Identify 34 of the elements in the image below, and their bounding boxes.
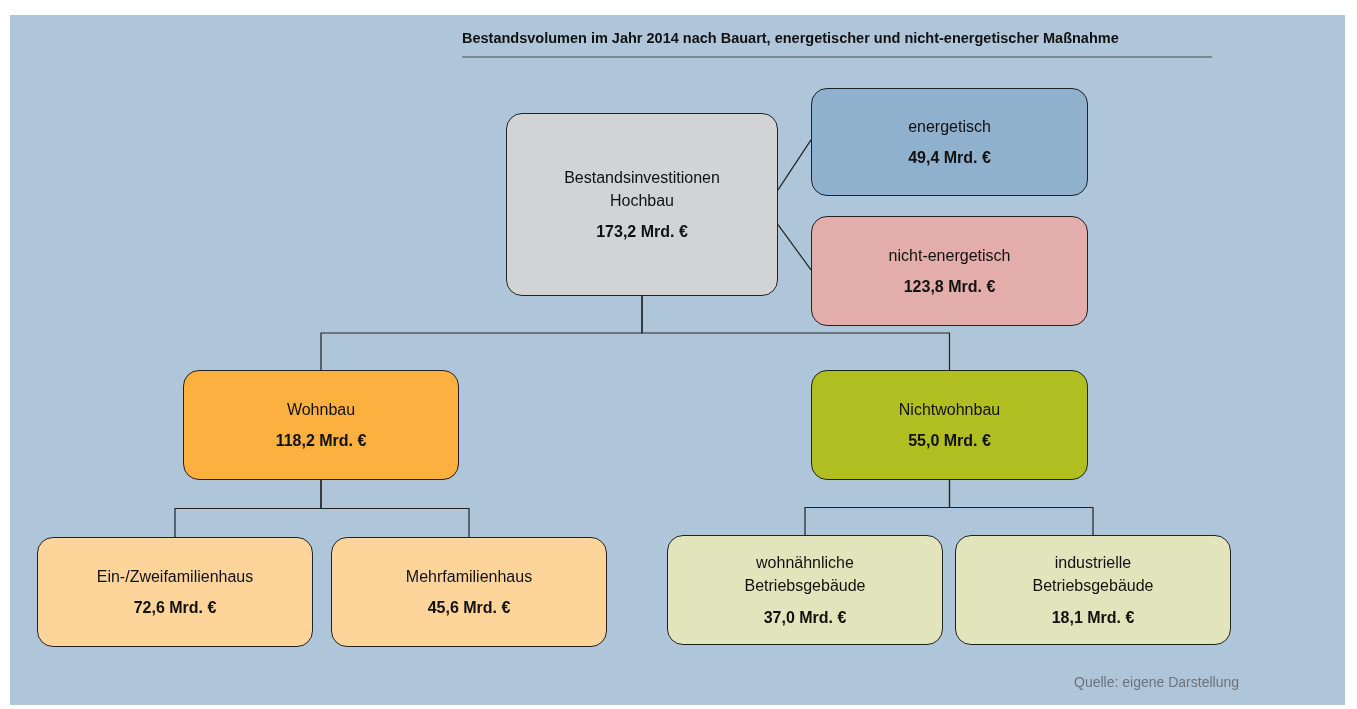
node-label: wohnähnliche Betriebsgebäude — [743, 553, 867, 597]
amount-text: 18,1 Mrd. € — [1051, 607, 1135, 628]
connector-line — [777, 224, 812, 271]
amount-text: 123,8 Mrd. € — [903, 277, 996, 297]
node-box — [37, 537, 313, 647]
connector-line — [948, 479, 1094, 536]
amount-text: 49,4 Mrd. € — [908, 148, 991, 168]
source-note: Quelle: eigene Darstellung — [1074, 674, 1239, 690]
amount-text: 118,2 Mrd. € — [275, 431, 367, 451]
node-box — [506, 113, 778, 296]
amount-text: 173,2 Mrd. € — [596, 222, 688, 243]
node-label: industrielle Betriebsgebäude — [1031, 553, 1155, 597]
node-box — [331, 537, 607, 647]
node-box — [955, 535, 1231, 645]
node-box — [183, 370, 459, 480]
node-box — [811, 370, 1088, 480]
node-box — [811, 216, 1088, 326]
connector-line — [320, 479, 470, 538]
amount-text: 45,6 Mrd. € — [427, 598, 511, 618]
node-label: Mehrfamilienhaus — [405, 566, 533, 587]
node-label: Wohnbau — [286, 399, 356, 420]
amount-text: 55,0 Mrd. € — [908, 431, 991, 451]
amount-text: 37,0 Mrd. € — [763, 607, 847, 628]
node-label: energetisch — [908, 116, 991, 137]
node-box — [667, 535, 943, 645]
connector-line — [777, 139, 812, 191]
node-label: Ein-/Zweifamilienhaus — [96, 566, 254, 587]
chart-title: Bestandsvolumen im Jahr 2014 nach Bauart, energetischer und nicht-energetischer Maßnahme — [462, 30, 1120, 46]
node-label: Bestandsinvestitionen Hochbau — [563, 167, 721, 211]
node-label: nicht-energetisch — [888, 245, 1011, 266]
node-box — [811, 88, 1088, 196]
amount-text: 72,6 Mrd. € — [133, 598, 217, 618]
node-label: Nichtwohnbau — [898, 399, 1001, 420]
connector-line — [641, 295, 951, 371]
